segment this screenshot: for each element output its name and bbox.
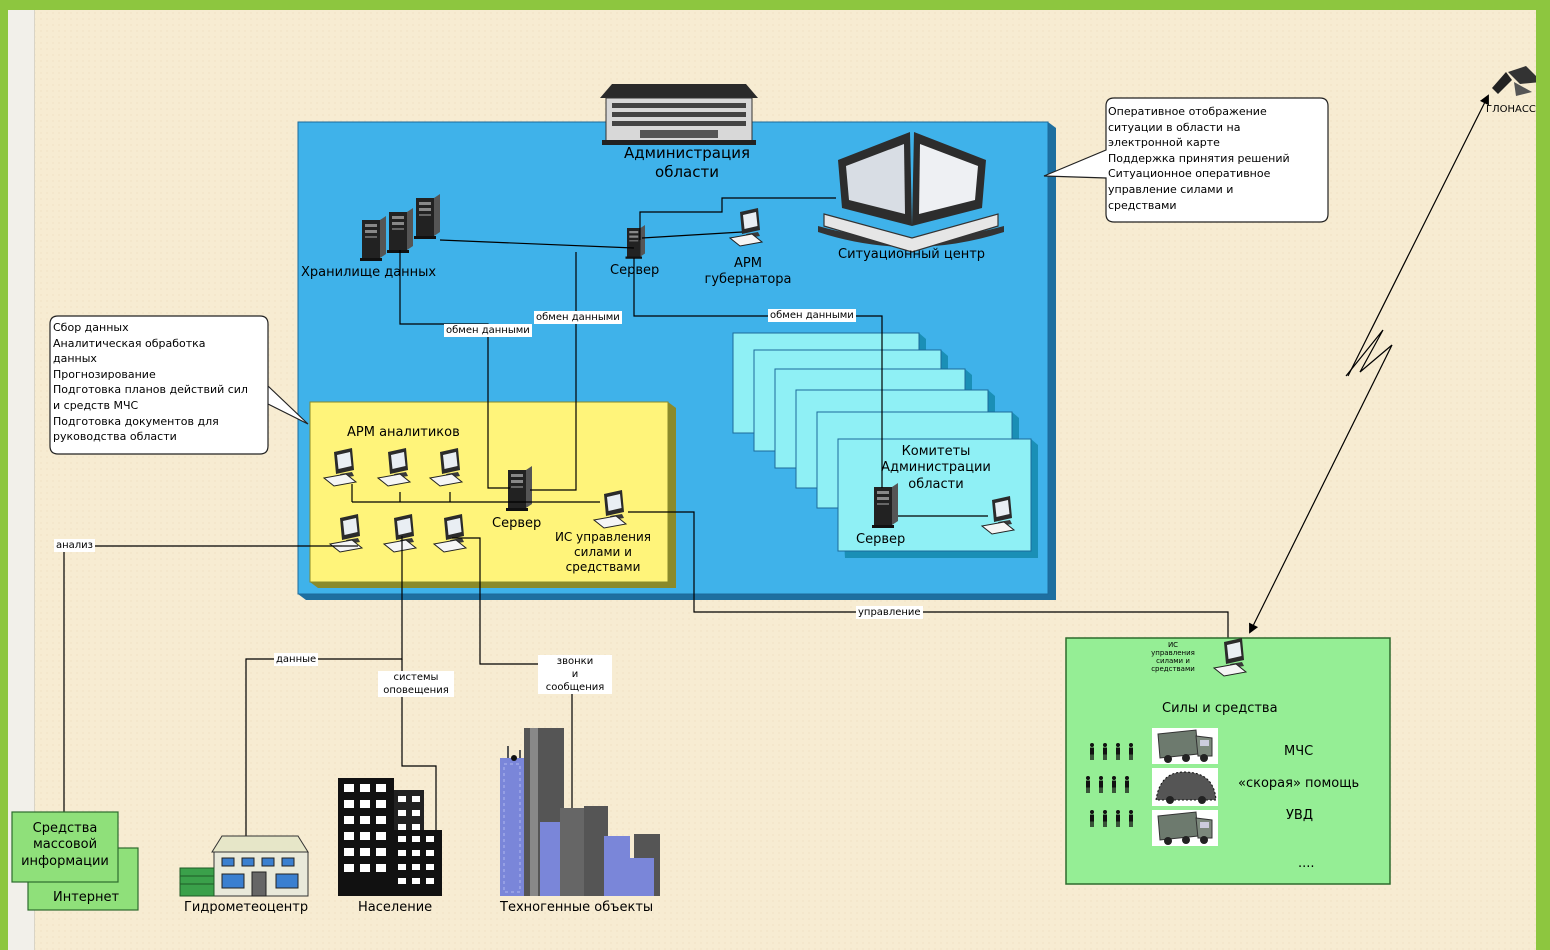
main-server-label: Сервер: [610, 263, 660, 278]
satellite-icon: [1492, 66, 1536, 96]
analyst-callout-bubble: [49, 315, 309, 455]
is-control-label: ИС управления силами и средствами: [554, 530, 652, 574]
media-label: Средства массовой информации: [21, 821, 109, 869]
analysis-label: анализ: [54, 539, 96, 552]
population-label: Население: [358, 900, 433, 915]
calls-label: звонки и сообщения: [538, 655, 612, 694]
hydromet-label: Гидрометеоцентр: [184, 900, 309, 915]
hydromet-building-icon: [179, 835, 309, 897]
analyst-callout-text: Сбор данных Аналитическая обработка данн…: [53, 321, 248, 444]
data-storage-label: Хранилище данных: [301, 265, 437, 280]
ambulance-label: «скорая» помощь: [1238, 776, 1360, 791]
mchs-label: МЧС: [1284, 744, 1314, 759]
left-gutter: [8, 10, 35, 950]
situation-center-monitors-icon: [818, 132, 1004, 253]
control-label: управление: [856, 606, 923, 619]
forces-is-label: ИС управления силами и средствами: [1151, 641, 1195, 673]
glonass-downlink-arrow: [1249, 344, 1393, 634]
committees-stack: [732, 332, 1038, 558]
diagram-svg: [11, 66, 1536, 911]
ellipsis-label: ....: [1298, 856, 1315, 871]
data-label: данные: [274, 653, 319, 666]
governor-arm-label: АРМ губернатора: [704, 256, 792, 288]
media-box: [11, 811, 119, 883]
forces-block: [1065, 637, 1391, 885]
committees-label: Комитеты Администрации области: [881, 444, 991, 492]
main-server-icon: [625, 225, 645, 259]
forces-title: Силы и средства: [1162, 701, 1278, 716]
connection-lines: [63, 197, 1229, 838]
diagram-canvas: Администрация области Хранилище данных С…: [8, 10, 1536, 950]
population-buildings-icon: [338, 778, 442, 896]
situation-callout-text: Оперативное отображение ситуации в облас…: [1108, 105, 1290, 212]
tech-objects-label: Техногенные объекты: [500, 900, 654, 915]
warning-systems-label: системы оповещения: [378, 671, 454, 697]
analysts-arm-label: АРМ аналитиков: [347, 425, 460, 440]
uvd-label: УВД: [1286, 808, 1313, 823]
glonass-uplink-arrow: [1347, 94, 1489, 377]
exchange-label-1: обмен данными: [444, 324, 532, 337]
glonass-lightning: [1345, 329, 1393, 377]
situation-center-label: Ситуационный центр: [838, 247, 986, 262]
truck-uvd-icon: [1151, 809, 1219, 847]
committee-server-label: Сервер: [856, 532, 906, 547]
exchange-label-3: обмен данными: [768, 309, 856, 322]
industrial-objects-icon: [500, 728, 660, 896]
exchange-label-2: обмен данными: [534, 311, 622, 324]
situation-callout-bubble: [1043, 97, 1329, 223]
internet-label: Интернет: [53, 890, 120, 905]
truck-mchs-icon: [1151, 727, 1219, 765]
analyst-block: [309, 401, 669, 583]
admin-building-icon: [600, 84, 758, 145]
ambulance-icon: [1152, 768, 1218, 806]
analyst-server-label: Сервер: [492, 516, 542, 531]
glonass-label: ГЛОНАСС: [1486, 104, 1536, 115]
admin-label: Администрация области: [624, 144, 750, 181]
